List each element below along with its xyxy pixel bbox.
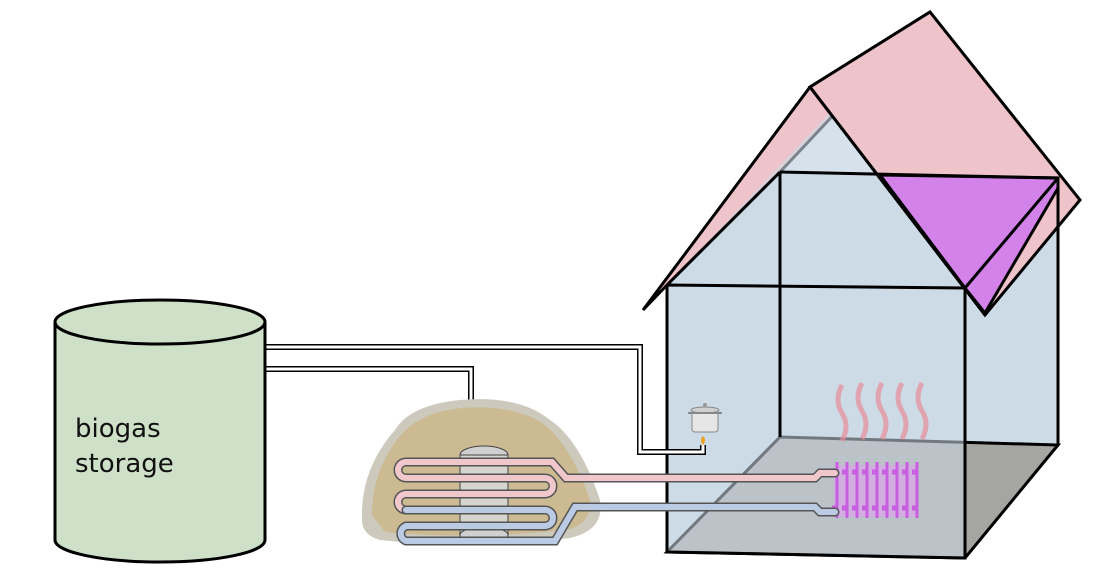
- cooking-pot-icon: [688, 403, 722, 433]
- house-edges: [665, 86, 1060, 560]
- tank-label-line1: biogas: [75, 414, 161, 444]
- tank-label-line2: storage: [75, 449, 174, 479]
- compost-heap: [361, 399, 840, 546]
- radiator: [832, 462, 922, 518]
- heat-waves: [835, 381, 929, 443]
- heat-exchange-coil: [393, 457, 840, 546]
- house: [641, 10, 1082, 560]
- front-gable: [667, 112, 965, 288]
- flame-icon: [701, 436, 705, 445]
- biogas-storage-tank: biogas storage: [53, 298, 267, 564]
